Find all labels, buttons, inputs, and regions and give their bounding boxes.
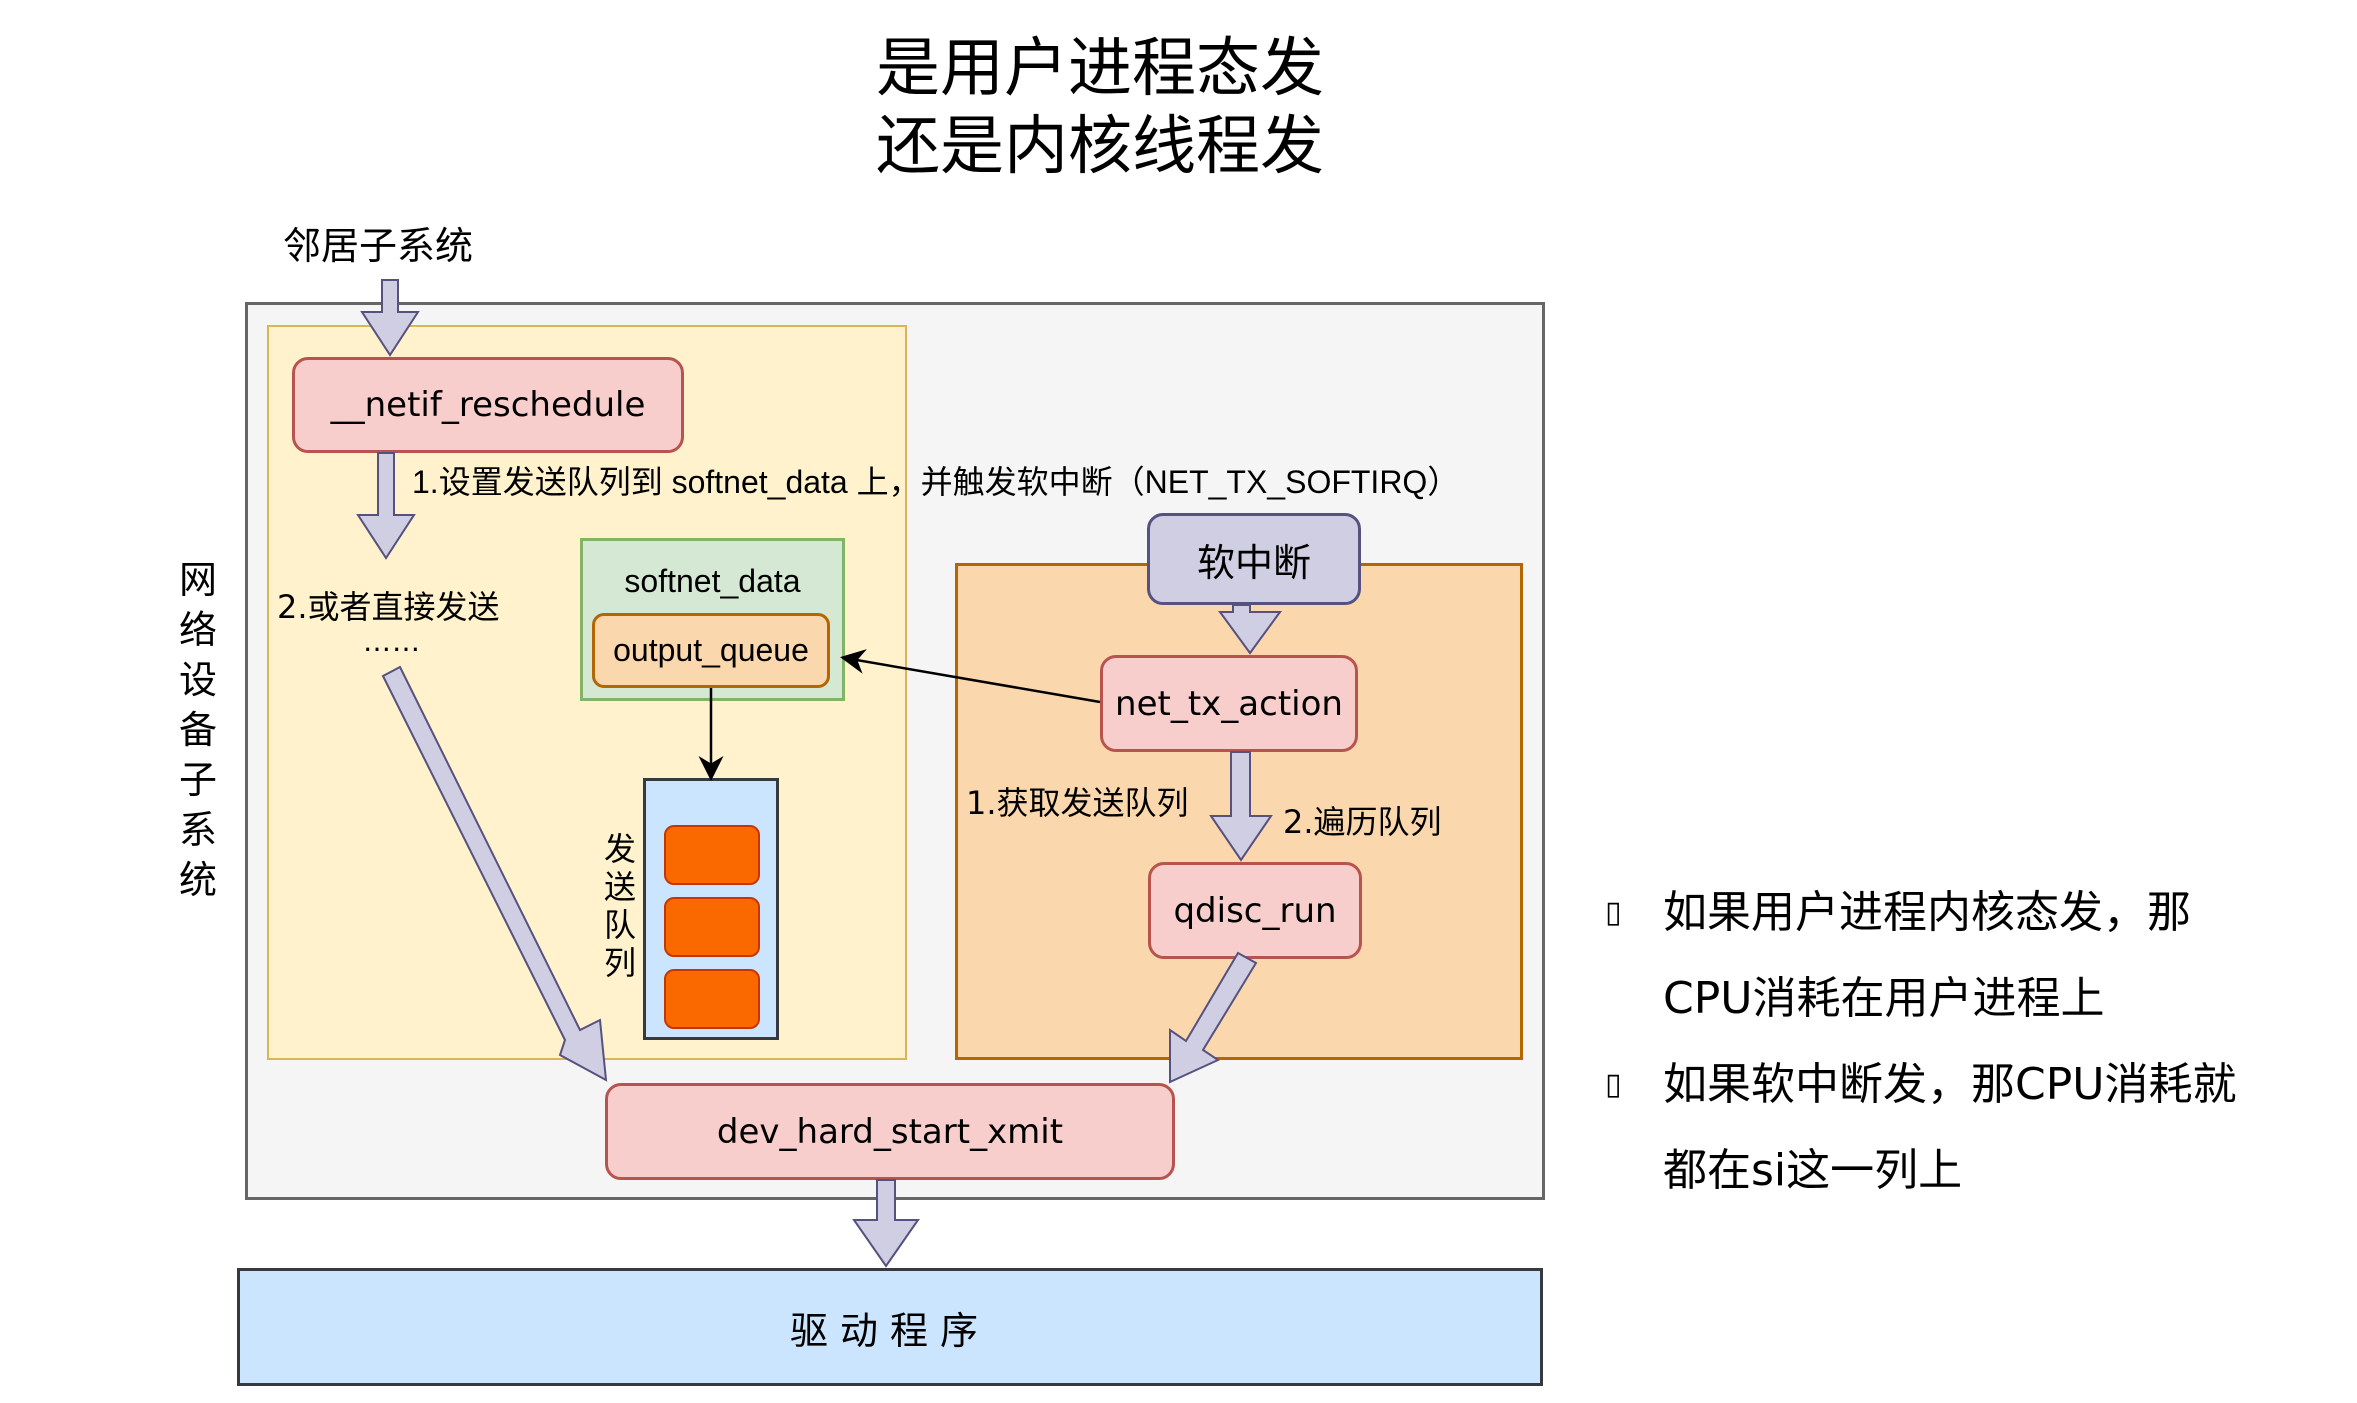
send-queue-box: [643, 778, 779, 1040]
get-queue-label: 1.获取发送队列: [966, 784, 1189, 822]
send-queue-item: [664, 897, 760, 957]
step2-direct-send-label: 2.或者直接发送: [277, 588, 500, 626]
softirq-node: 软中断: [1147, 513, 1361, 605]
output-queue-node: output_queue: [592, 613, 830, 688]
vertical-char: 列: [603, 944, 636, 982]
vertical-char: 队: [603, 906, 636, 944]
send-queue-item: [664, 825, 760, 885]
bullet-item: ▯ 如果用户进程内核态发，那CPU消耗在用户进程上: [1605, 870, 2305, 1042]
arrow-neighbor-to-reschedule: [360, 279, 420, 357]
vertical-char: 络: [178, 608, 217, 652]
send-queue-item: [664, 969, 760, 1029]
traverse-queue-label: 2.遍历队列: [1283, 803, 1442, 841]
bullet-box-icon: ▯: [1605, 895, 1622, 930]
title-line-1: 是用户进程态发: [876, 32, 1324, 106]
arrow-qdisc-to-dev: [1169, 951, 1258, 1084]
arrow-dev-to-driver: [852, 1179, 920, 1268]
arrow-reschedule-down: [356, 452, 416, 560]
netif-reschedule-node: __netif_reschedule: [292, 357, 684, 453]
arrow-softirq-to-nettx: [1218, 604, 1282, 655]
driver-box: 驱动程序: [237, 1268, 1543, 1386]
bullet-box-icon: ▯: [1605, 1067, 1622, 1102]
arrow-nettx-to-qdisc: [1209, 751, 1273, 862]
slide-title: 是用户进程态发 还是内核线程发: [0, 30, 2200, 186]
qdisc-run-node: qdisc_run: [1148, 862, 1362, 959]
vertical-char: 备: [178, 708, 217, 752]
title-line-2: 还是内核线程发: [876, 110, 1324, 184]
arrow-direct-send: [381, 665, 608, 1082]
vertical-char: 系: [178, 808, 217, 852]
bullet-list: ▯ 如果用户进程内核态发，那CPU消耗在用户进程上 ▯ 如果软中断发，那CPU消…: [1605, 870, 2305, 1214]
network-device-subsystem-label: 网络设备子系统: [168, 555, 228, 905]
net-tx-action-node: net_tx_action: [1100, 655, 1358, 752]
bullet-text: 如果软中断发，那CPU消耗就都在si这一列上: [1663, 1059, 2237, 1196]
vertical-char: 统: [178, 858, 217, 902]
bullet-text: 如果用户进程内核态发，那CPU消耗在用户进程上: [1663, 887, 2191, 1024]
vertical-char: 设: [178, 658, 217, 702]
bullet-item: ▯ 如果软中断发，那CPU消耗就都在si这一列上: [1605, 1042, 2305, 1214]
step1-set-queue-label: 1.设置发送队列到 softnet_data 上，并触发软中断（NET_TX_S…: [412, 464, 1460, 500]
vertical-char: 送: [603, 868, 636, 906]
neighbor-subsystem-label: 邻居子系统: [283, 224, 474, 268]
softnet-data-label: softnet_data: [624, 563, 801, 599]
vertical-char: 发: [603, 830, 636, 868]
send-queue-label: 发送队列: [600, 830, 640, 982]
vertical-char: 子: [178, 758, 217, 802]
vertical-char: 网: [178, 558, 217, 602]
ellipsis-label: ……: [363, 625, 421, 658]
arrow-nettx-to-output-queue: [840, 649, 1101, 704]
dev-hard-start-xmit-node: dev_hard_start_xmit: [605, 1083, 1175, 1180]
